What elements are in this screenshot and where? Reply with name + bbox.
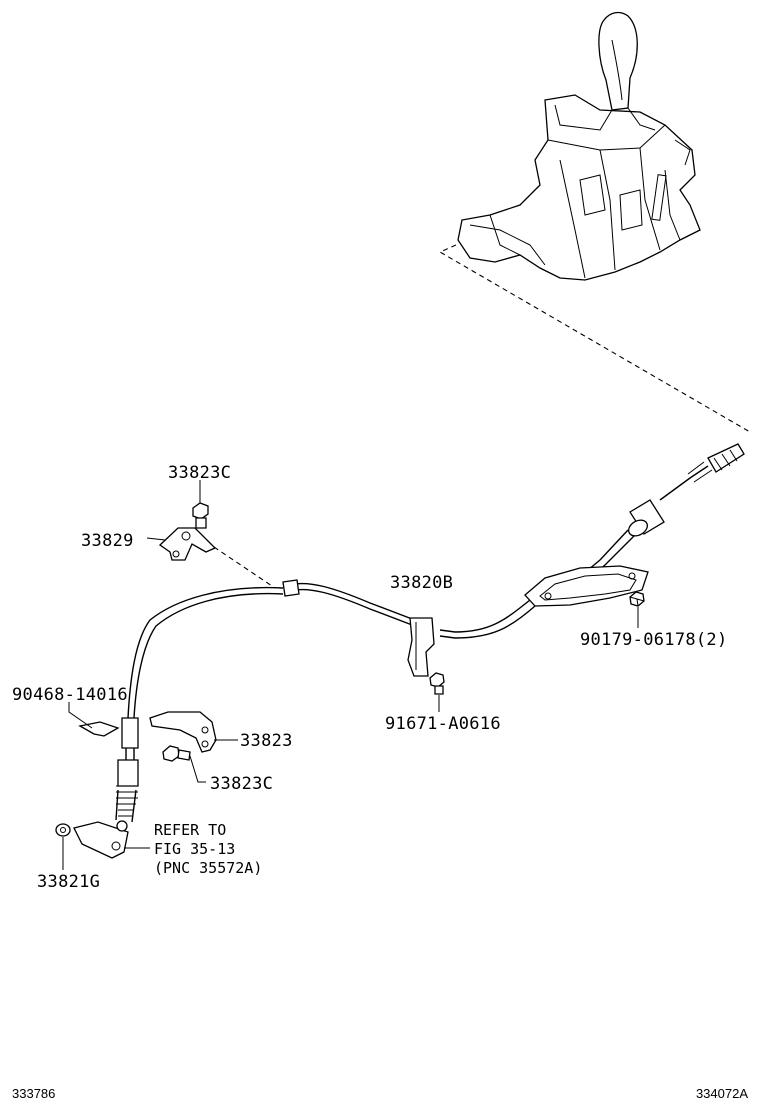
refer-note-line3: (PNC 35572A) [154,859,262,877]
shift-lever-assembly [457,11,701,281]
reference-line-bracket [213,546,276,589]
callout-33823: 33823 [240,731,293,751]
reference-line-lever [438,244,751,433]
refer-note-line2: FIG 35-13 [154,840,235,858]
footer-right-code: 334072A [696,1086,748,1101]
callout-33821g: 33821G [37,872,100,892]
callout-33820b: 33820B [390,573,453,593]
callout-90179: 90179-06178(2) [580,630,728,650]
nut-33821g [55,823,71,837]
clip-90468 [78,721,120,737]
bracket-33829 [158,527,217,561]
callout-33823c-top: 33823C [168,463,231,483]
bracket-33823 [149,711,217,753]
refer-note-line1: REFER TO [154,821,226,839]
transmission-lever-end [73,820,129,859]
cable-clamp-33820b [407,617,435,677]
bolt-90179 [629,591,645,607]
bolt-33823c-mid [162,745,191,762]
callout-33823c-mid: 33823C [210,774,273,794]
transmission-control-cable [115,579,536,839]
callout-91671: 91671-A0616 [385,714,501,734]
footer-left-code: 333786 [12,1086,55,1101]
callout-33829: 33829 [81,531,134,551]
cable-bracket-plate [524,565,649,607]
callout-90468: 90468-14016 [12,685,128,705]
bolt-33823c-top [192,502,209,529]
bolt-91671 [429,672,445,695]
